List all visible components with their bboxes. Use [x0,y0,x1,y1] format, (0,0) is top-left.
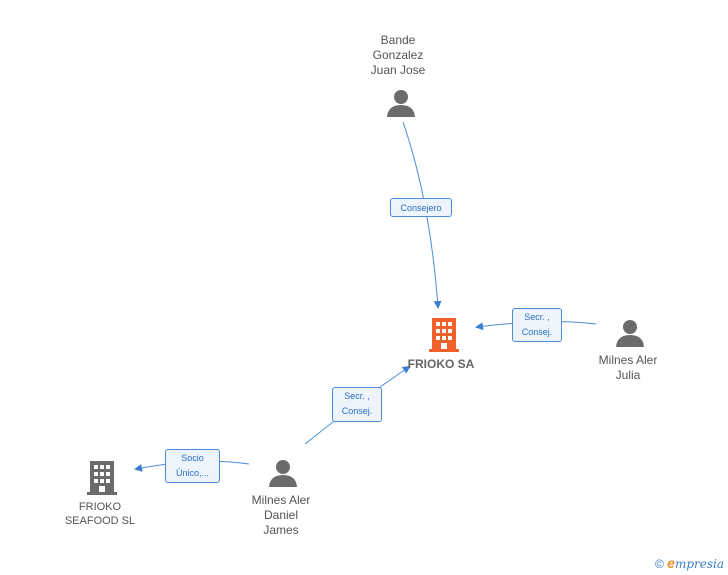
node-label-milnes-daniel[interactable]: Milnes Aler Daniel James [251,493,311,537]
node-label-milnes-julia[interactable]: Milnes Aler Julia [598,353,658,382]
edge-label-socio[interactable]: Socio Único,... [165,449,220,483]
building-icon[interactable] [87,461,117,495]
brand-logo-initial: e [667,555,675,571]
brand-logo-text: mpresia [674,557,724,571]
edge-label-consejero[interactable]: Consejero [390,198,452,217]
node-label-bande[interactable]: Bande Gonzalez Juan Jose [370,33,426,77]
edge-label-secr-julia[interactable]: Secr. , Consej. [512,308,562,342]
person-icon[interactable] [386,88,416,118]
person-icon[interactable] [268,458,298,488]
node-label-frioko-seafood[interactable]: FRIOKO SEAFOOD SL [64,501,136,527]
edge-label-secr-daniel[interactable]: Secr. , Consej. [332,387,382,422]
person-icon[interactable] [615,318,645,348]
copyright-footer: © empresia [655,555,724,571]
node-label-frioko-sa[interactable]: FRIOKO SA [407,357,475,371]
building-icon[interactable] [429,318,459,352]
copyright-icon: © [654,557,664,571]
